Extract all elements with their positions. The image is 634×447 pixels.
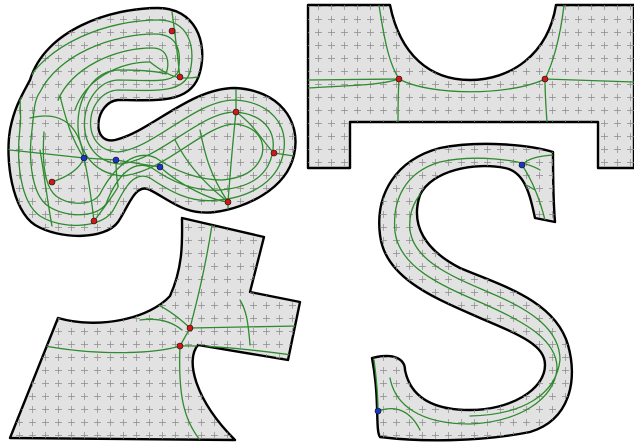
singularity-red: [224, 198, 232, 206]
singularity-red: [270, 149, 278, 157]
singularity-red: [232, 108, 240, 116]
singularity-red: [395, 75, 403, 83]
s-panel: [370, 142, 574, 442]
singularity-red: [90, 217, 98, 225]
blob-singularities: [48, 27, 278, 225]
singularity-red: [48, 178, 56, 186]
singularity-red: [176, 342, 184, 350]
singularity-blue: [112, 156, 120, 164]
singularity-red: [176, 73, 184, 81]
singularity-blue: [518, 161, 526, 169]
singularity-red: [186, 324, 194, 332]
blob-panel: [7, 6, 297, 238]
singularity-red: [541, 75, 549, 83]
singularity-blue: [374, 407, 382, 415]
singularity-blue: [156, 163, 164, 171]
arch-field-lines: [308, 5, 634, 123]
singularity-red: [168, 27, 176, 35]
arch-panel: [306, 3, 634, 170]
cross-panel: [8, 216, 302, 442]
blob-field-lines: [9, 11, 295, 227]
s-plus-markers: [372, 143, 572, 441]
singularity-blue: [80, 154, 88, 162]
